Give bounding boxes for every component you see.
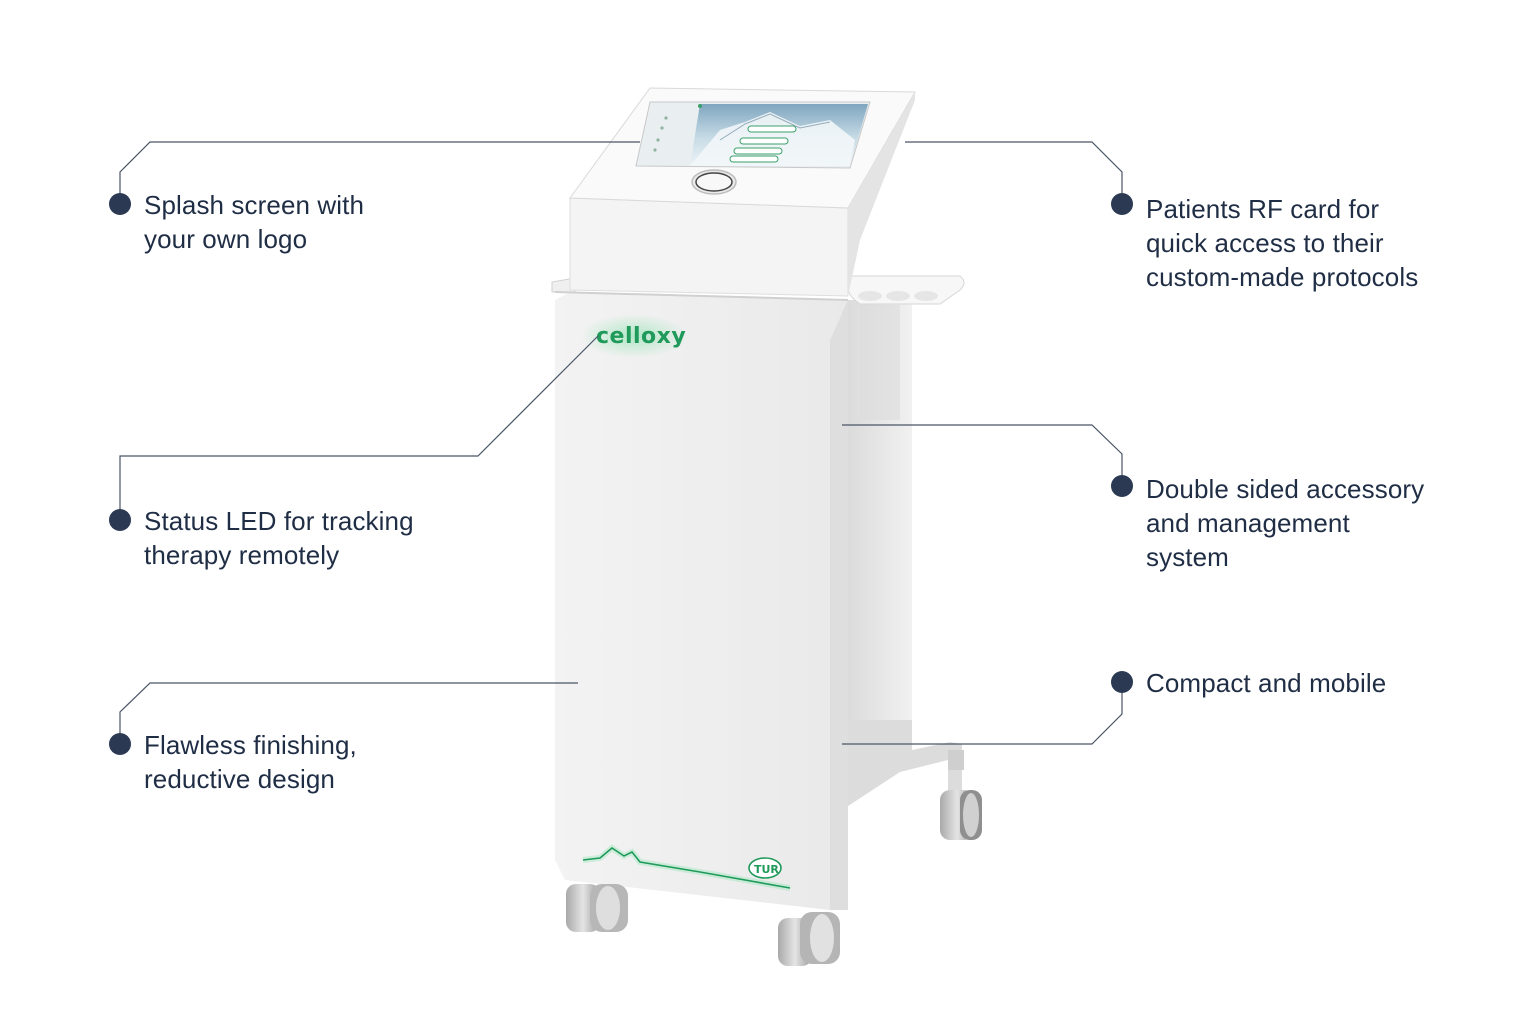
- front-right-wheel: [778, 912, 840, 966]
- status-led-logo: celloxy: [580, 314, 688, 358]
- leader-lines: [119, 141, 1123, 745]
- callout-line: Double sided accessory: [1146, 474, 1425, 504]
- callout-line: therapy remotely: [144, 540, 340, 570]
- leader-accessory: [842, 424, 1123, 486]
- callout-line: Flawless finishing,: [144, 730, 357, 760]
- callout-rf-card: Patients RF card for quick access to the…: [1146, 192, 1486, 294]
- tur-badge-icon: [748, 857, 782, 879]
- callout-line: reductive design: [144, 764, 335, 794]
- mountain-led-strip: TUR: [582, 844, 791, 891]
- dot-finish: [109, 733, 131, 755]
- callout-accessory-system: Double sided accessory and management sy…: [1146, 472, 1486, 574]
- dot-led: [109, 509, 131, 531]
- leader-rfcard: [905, 141, 1123, 204]
- rear-wheel: [940, 790, 982, 840]
- rear-base: [842, 720, 964, 810]
- brand-logo: celloxy: [596, 324, 686, 349]
- callout-compact-mobile: Compact and mobile: [1146, 666, 1486, 700]
- front-left-wheel: [566, 884, 628, 932]
- callout-line: quick access to their: [1146, 228, 1384, 258]
- callout-line: Patients RF card for: [1146, 194, 1380, 224]
- callout-line: custom-made protocols: [1146, 262, 1419, 292]
- leader-finish: [119, 682, 578, 744]
- main-cabinet: [554, 291, 849, 910]
- touch-screen: [635, 101, 871, 169]
- accessory-tray: [847, 275, 965, 305]
- dot-splash: [109, 193, 131, 215]
- callout-line: your own logo: [144, 224, 308, 254]
- callout-line: system: [1146, 542, 1229, 572]
- leader-led: [119, 335, 599, 520]
- dot-accessory: [1111, 475, 1133, 497]
- callout-line: Splash screen with: [144, 190, 365, 220]
- dot-mobile: [1111, 671, 1133, 693]
- callout-status-led: Status LED for tracking therapy remotely: [144, 504, 464, 572]
- callout-line: Status LED for tracking: [144, 506, 414, 536]
- callout-line: and management: [1146, 508, 1350, 538]
- badge-logo: TUR: [754, 863, 779, 876]
- leader-mobile: [842, 682, 1123, 745]
- leader-splash: [119, 141, 640, 204]
- callout-flawless-finishing: Flawless finishing, reductive design: [144, 728, 464, 796]
- callout-splash-screen: Splash screen with your own logo: [144, 188, 464, 256]
- rotary-knob: [691, 169, 737, 195]
- dot-rfcard: [1111, 193, 1133, 215]
- callout-dots: [109, 193, 1133, 755]
- device-back-column: [842, 300, 912, 720]
- callout-line: Compact and mobile: [1146, 668, 1387, 698]
